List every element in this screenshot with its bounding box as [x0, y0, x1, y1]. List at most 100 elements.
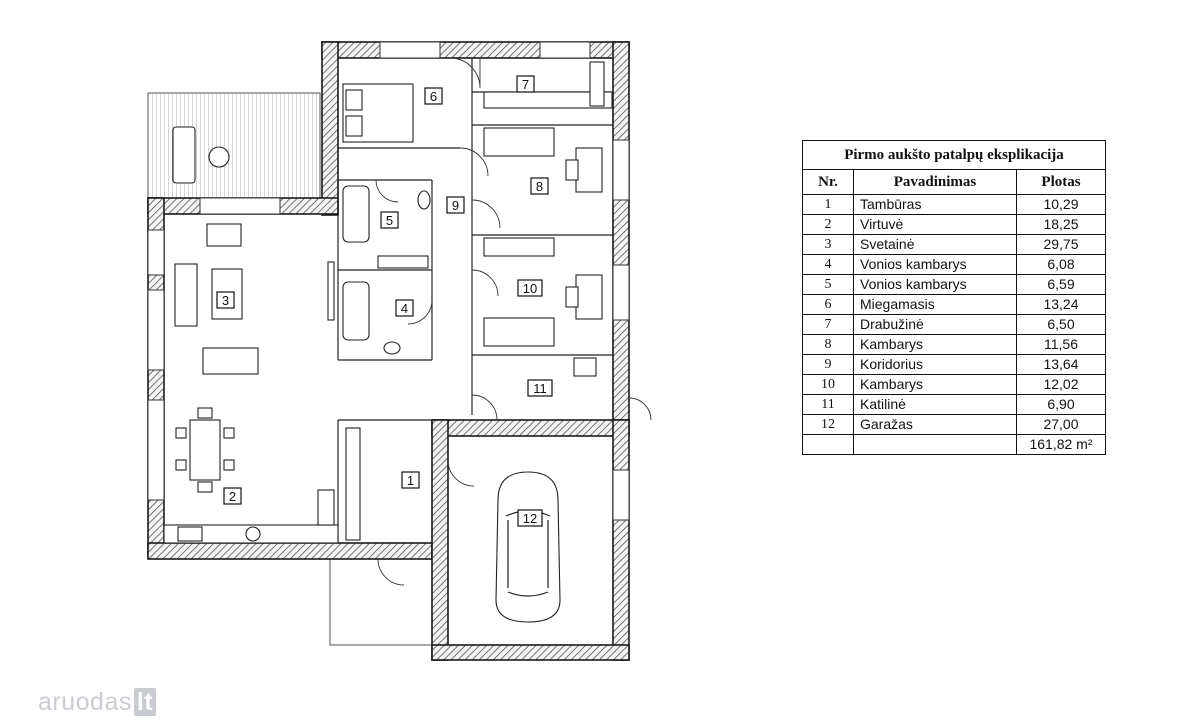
room-label-8: 8	[530, 177, 549, 195]
room10-furniture	[483, 274, 603, 347]
cell-name: Virtuvė	[853, 214, 1017, 235]
room-label-3: 3	[216, 291, 235, 309]
room8-furniture	[483, 127, 603, 193]
cell-name: Miegamasis	[853, 294, 1017, 315]
room-label-10: 10	[517, 279, 543, 297]
table-title: Pirmo aukšto patalpų eksplikacija	[802, 140, 1106, 170]
svg-text:1: 1	[407, 473, 414, 488]
cell-nr: 10	[802, 374, 854, 395]
svg-text:7: 7	[522, 77, 529, 92]
cell-nr: 7	[802, 314, 854, 335]
table-total-row: 161,82 m²	[802, 434, 1106, 455]
total-area: 161,82 m²	[1016, 434, 1106, 455]
cell-nr: 9	[802, 354, 854, 375]
room-labels: 1 2 3 4 5 6 7 8 9 10 11 12	[216, 75, 553, 527]
terrace-chair	[172, 126, 196, 184]
cell-nr: 1	[802, 194, 854, 215]
cell-area: 18,25	[1016, 214, 1106, 235]
svg-text:6: 6	[430, 89, 437, 104]
logo-suffix: lt	[133, 688, 157, 716]
svg-text:2: 2	[229, 489, 236, 504]
cell-area: 13,64	[1016, 354, 1106, 375]
cell-name: Koridorius	[853, 354, 1017, 375]
windows	[147, 41, 630, 521]
room-label-1: 1	[401, 471, 420, 489]
svg-text:5: 5	[386, 213, 393, 228]
svg-text:4: 4	[401, 301, 408, 316]
double-bed	[342, 83, 414, 143]
room-explication-table: Pirmo aukšto patalpų eksplikacija Nr. Pa…	[802, 140, 1106, 455]
car	[495, 471, 561, 623]
svg-text:9: 9	[452, 198, 459, 213]
cell-nr: 3	[802, 234, 854, 255]
cell-nr: 6	[802, 294, 854, 315]
cell-empty	[802, 434, 854, 455]
cell-name: Svetainė	[853, 234, 1017, 255]
svg-text:3: 3	[222, 293, 229, 308]
col-header-name: Pavadinimas	[853, 169, 1017, 195]
logo-text: aruodas	[38, 688, 132, 716]
svg-text:10: 10	[523, 281, 537, 296]
living-furniture	[174, 223, 335, 375]
cell-area: 6,08	[1016, 254, 1106, 275]
svg-text:11: 11	[533, 381, 547, 396]
cell-area: 12,02	[1016, 374, 1106, 395]
room-label-7: 7	[516, 75, 535, 93]
cell-nr: 5	[802, 274, 854, 295]
cell-area: 10,29	[1016, 194, 1106, 215]
cell-name: Kambarys	[853, 374, 1017, 395]
cell-area: 29,75	[1016, 234, 1106, 255]
interior-walls	[337, 58, 613, 543]
cell-name: Tambūras	[853, 194, 1017, 215]
room-label-9: 9	[446, 196, 465, 214]
cell-nr: 2	[802, 214, 854, 235]
cell-nr: 11	[802, 394, 854, 415]
cell-name: Kambarys	[853, 334, 1017, 355]
entry-porch	[329, 552, 433, 646]
closets	[345, 61, 613, 541]
cell-nr: 8	[802, 334, 854, 355]
room-label-5: 5	[380, 211, 399, 229]
cell-area: 27,00	[1016, 414, 1106, 435]
terrace-table	[208, 146, 230, 168]
col-header-area: Plotas	[1016, 169, 1106, 195]
doors	[375, 57, 652, 586]
table-header-row: Nr. Pavadinimas Plotas	[802, 169, 1106, 195]
room-label-6: 6	[424, 87, 443, 105]
cell-area: 6,50	[1016, 314, 1106, 335]
boiler	[573, 357, 597, 377]
floor-plan: 1 2 3 4 5 6 7 8 9 10 11 12	[147, 41, 652, 661]
cell-area: 13,24	[1016, 294, 1106, 315]
cell-name: Vonios kambarys	[853, 254, 1017, 275]
cell-name: Vonios kambarys	[853, 274, 1017, 295]
room-label-4: 4	[395, 299, 414, 317]
cell-nr: 12	[802, 414, 854, 435]
cell-area: 11,56	[1016, 334, 1106, 355]
svg-text:8: 8	[536, 179, 543, 194]
dining-kitchen	[163, 407, 339, 544]
bathroom-fixtures	[342, 185, 431, 355]
svg-text:12: 12	[523, 511, 537, 526]
room-label-11: 11	[527, 379, 553, 397]
cell-empty	[853, 434, 1017, 455]
cell-area: 6,90	[1016, 394, 1106, 415]
cell-name: Katilinė	[853, 394, 1017, 415]
col-header-nr: Nr.	[802, 169, 854, 195]
room-label-12: 12	[517, 509, 543, 527]
room-explication-table-wrap: Pirmo aukšto patalpų eksplikacija Nr. Pa…	[802, 140, 1106, 455]
room-label-2: 2	[223, 487, 242, 505]
cell-name: Drabužinė	[853, 314, 1017, 335]
cell-nr: 4	[802, 254, 854, 275]
